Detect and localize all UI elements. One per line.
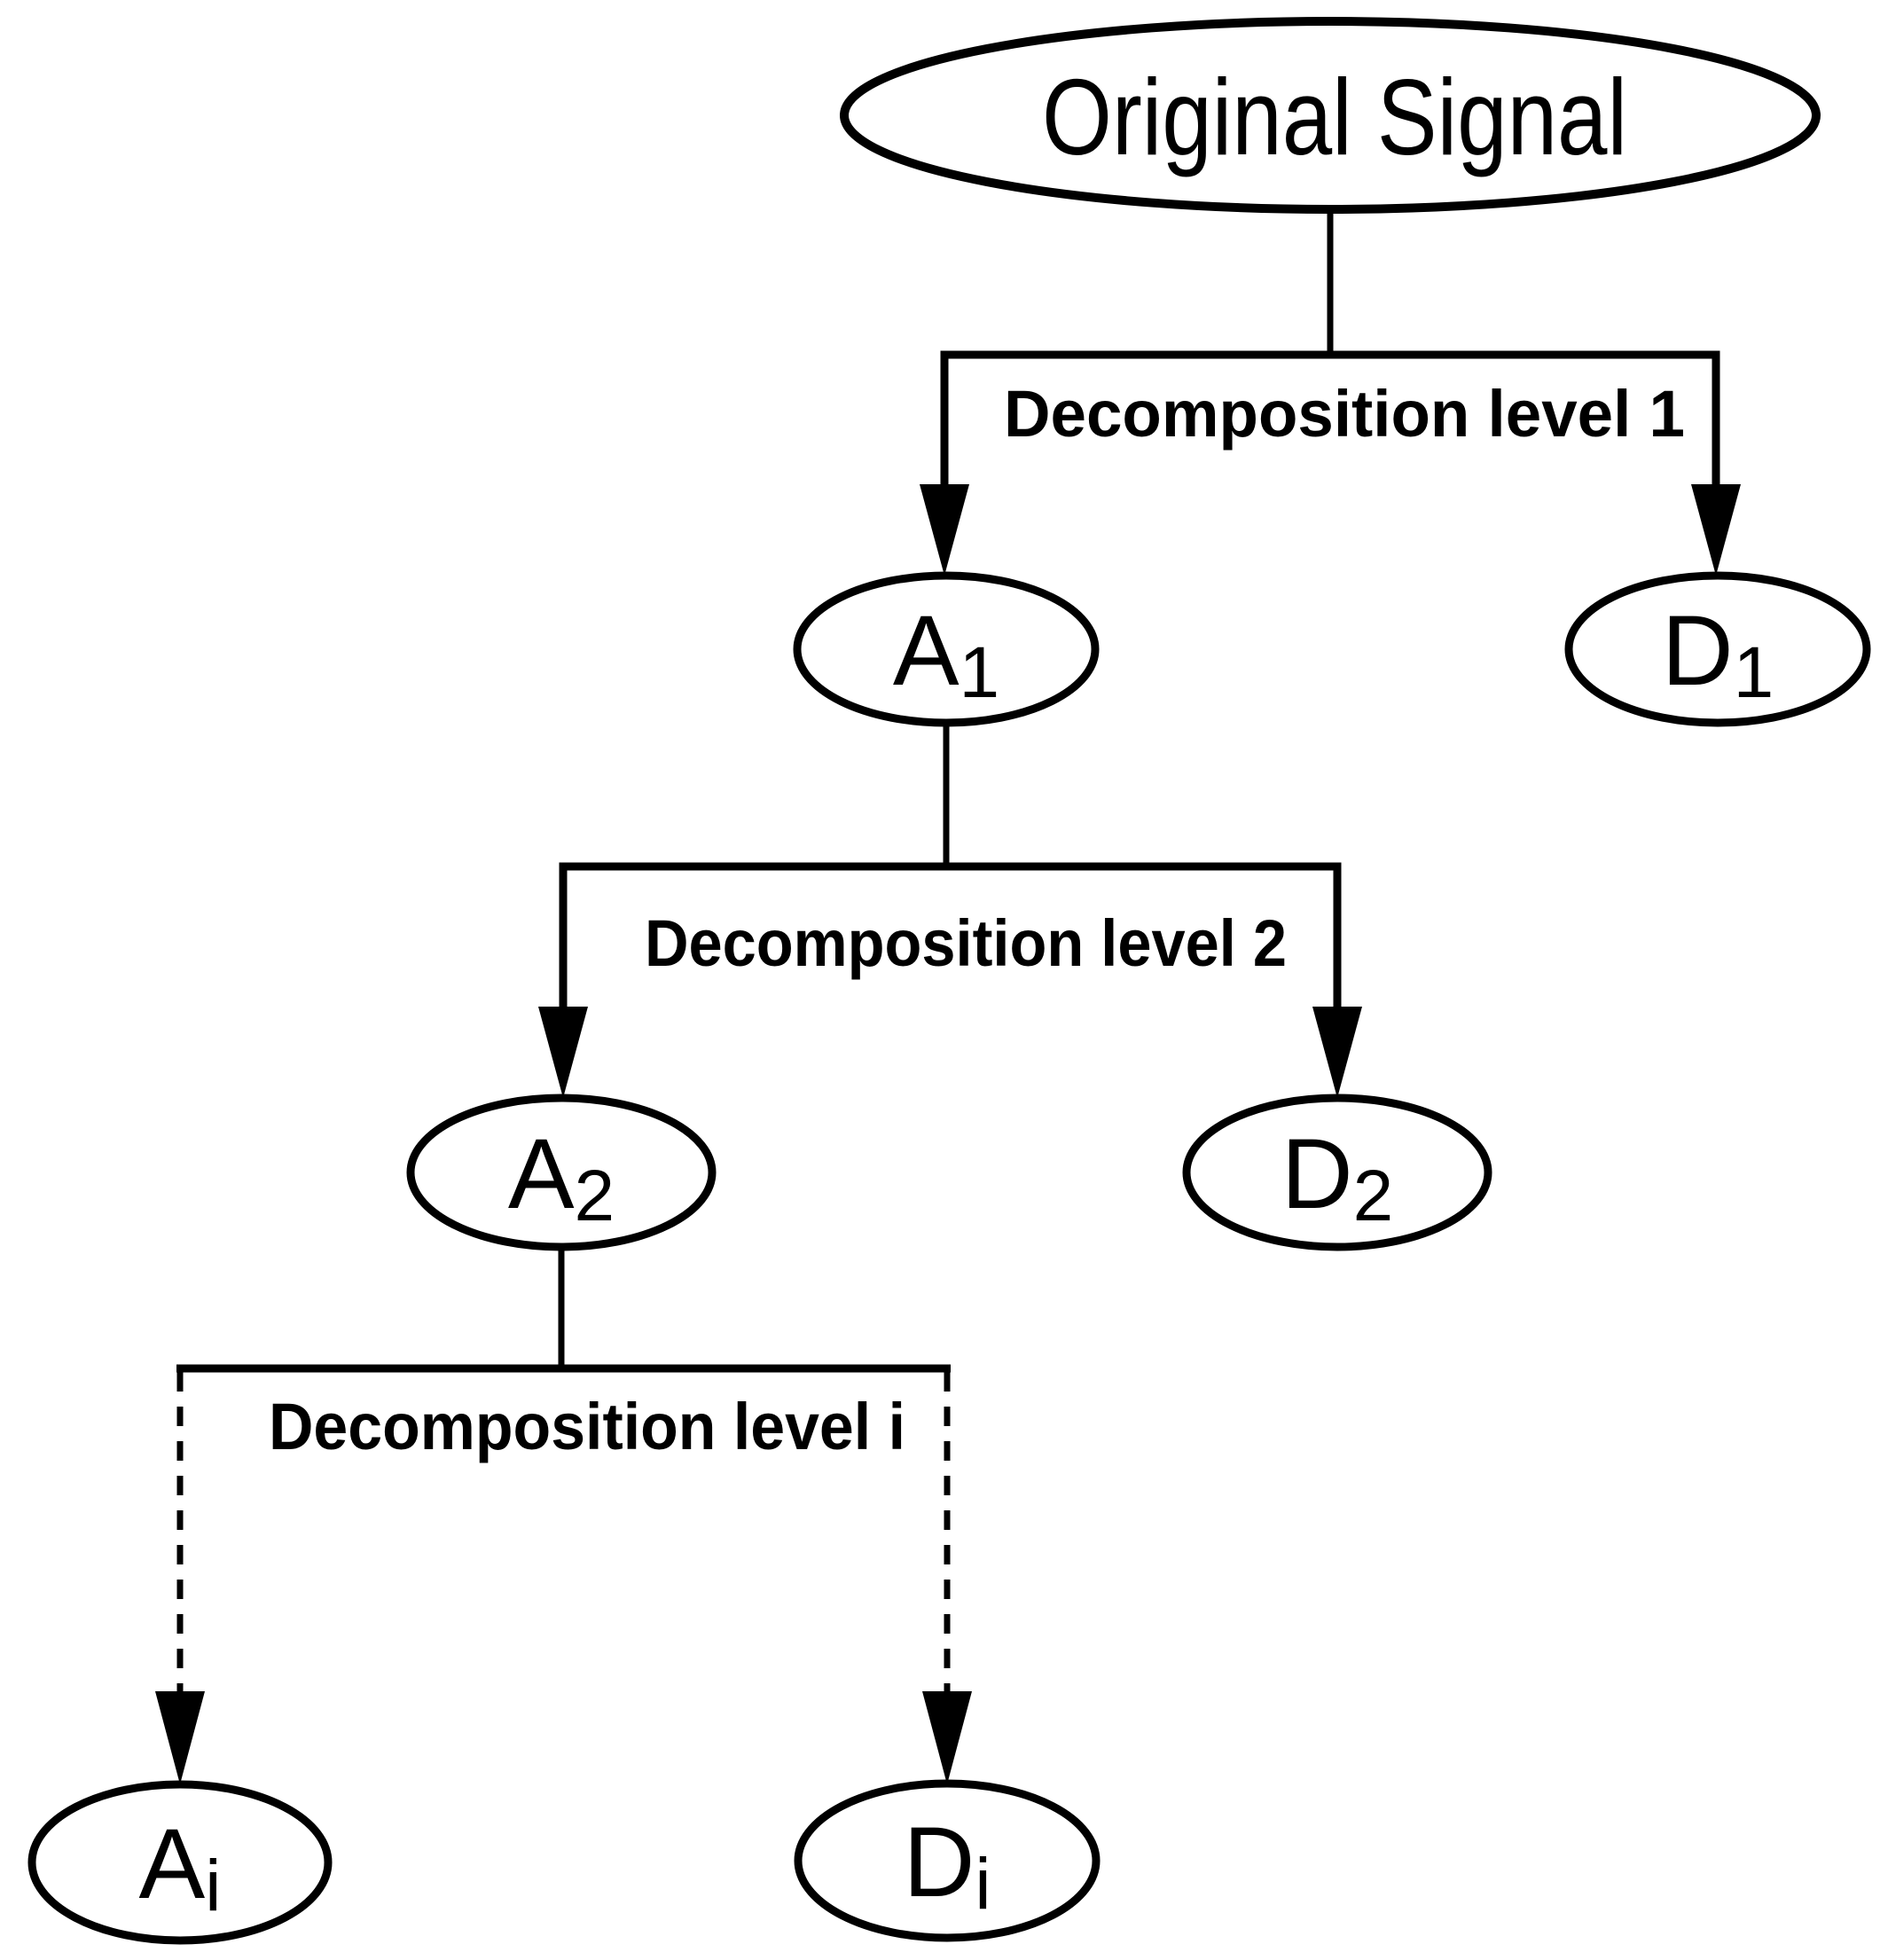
arrowhead-down-icon [538,1007,588,1098]
d1-sub: 1 [1734,632,1774,713]
a1-base: A [893,595,960,706]
a2-base: A [508,1118,575,1229]
arrowhead-down-icon [920,484,969,576]
d1-label: D1 [1662,595,1774,713]
level-2-label: Decomposition level 2 [645,906,1287,980]
d2-base: D [1281,1118,1353,1229]
node-ai: Ai [27,1780,333,1945]
di-ellipse [794,1779,1101,1942]
arrowhead-down-icon [922,1691,972,1784]
ai-base: A [139,1808,206,1919]
node-d1: D1 [1564,571,1871,727]
original-signal-ellipse [840,17,1821,214]
node-di: Di [794,1779,1101,1942]
d2-ellipse [1182,1094,1492,1251]
d2-label: D2 [1281,1118,1394,1236]
edges-level-i [155,1245,972,1784]
edges-level-1 [920,207,1741,576]
original-signal-label: Original Signal [1042,57,1627,177]
ai-sub: i [205,1846,221,1926]
di-base: D [903,1807,975,1917]
a2-label: A2 [508,1118,615,1236]
ai-label: Ai [139,1808,222,1926]
edge-level1-bracket [940,350,1720,497]
level-i-label: Decomposition level i [269,1390,905,1463]
node-original-signal: Original Signal [840,17,1821,214]
di-label: Di [903,1807,991,1925]
node-d2: D2 [1182,1094,1492,1251]
arrowhead-down-icon [1691,484,1741,576]
level-1-label: Decomposition level 1 [1004,377,1685,451]
a2-sub: 2 [575,1156,615,1236]
d2-sub: 2 [1353,1156,1394,1236]
edge-level2-bracket [559,862,1342,1020]
di-sub: i [975,1844,991,1925]
a1-ellipse [793,571,1100,727]
d1-ellipse [1564,571,1871,727]
arrowhead-down-icon [1312,1007,1362,1098]
node-a2: A2 [406,1094,717,1251]
a1-label: A1 [893,595,999,713]
ai-ellipse [27,1780,333,1945]
d1-base: D [1662,595,1734,706]
a1-sub: 1 [960,632,1000,713]
arrowhead-down-icon [155,1691,205,1784]
node-a1: A1 [793,571,1100,727]
edges-level-2 [538,721,1362,1098]
a2-ellipse [406,1094,717,1251]
